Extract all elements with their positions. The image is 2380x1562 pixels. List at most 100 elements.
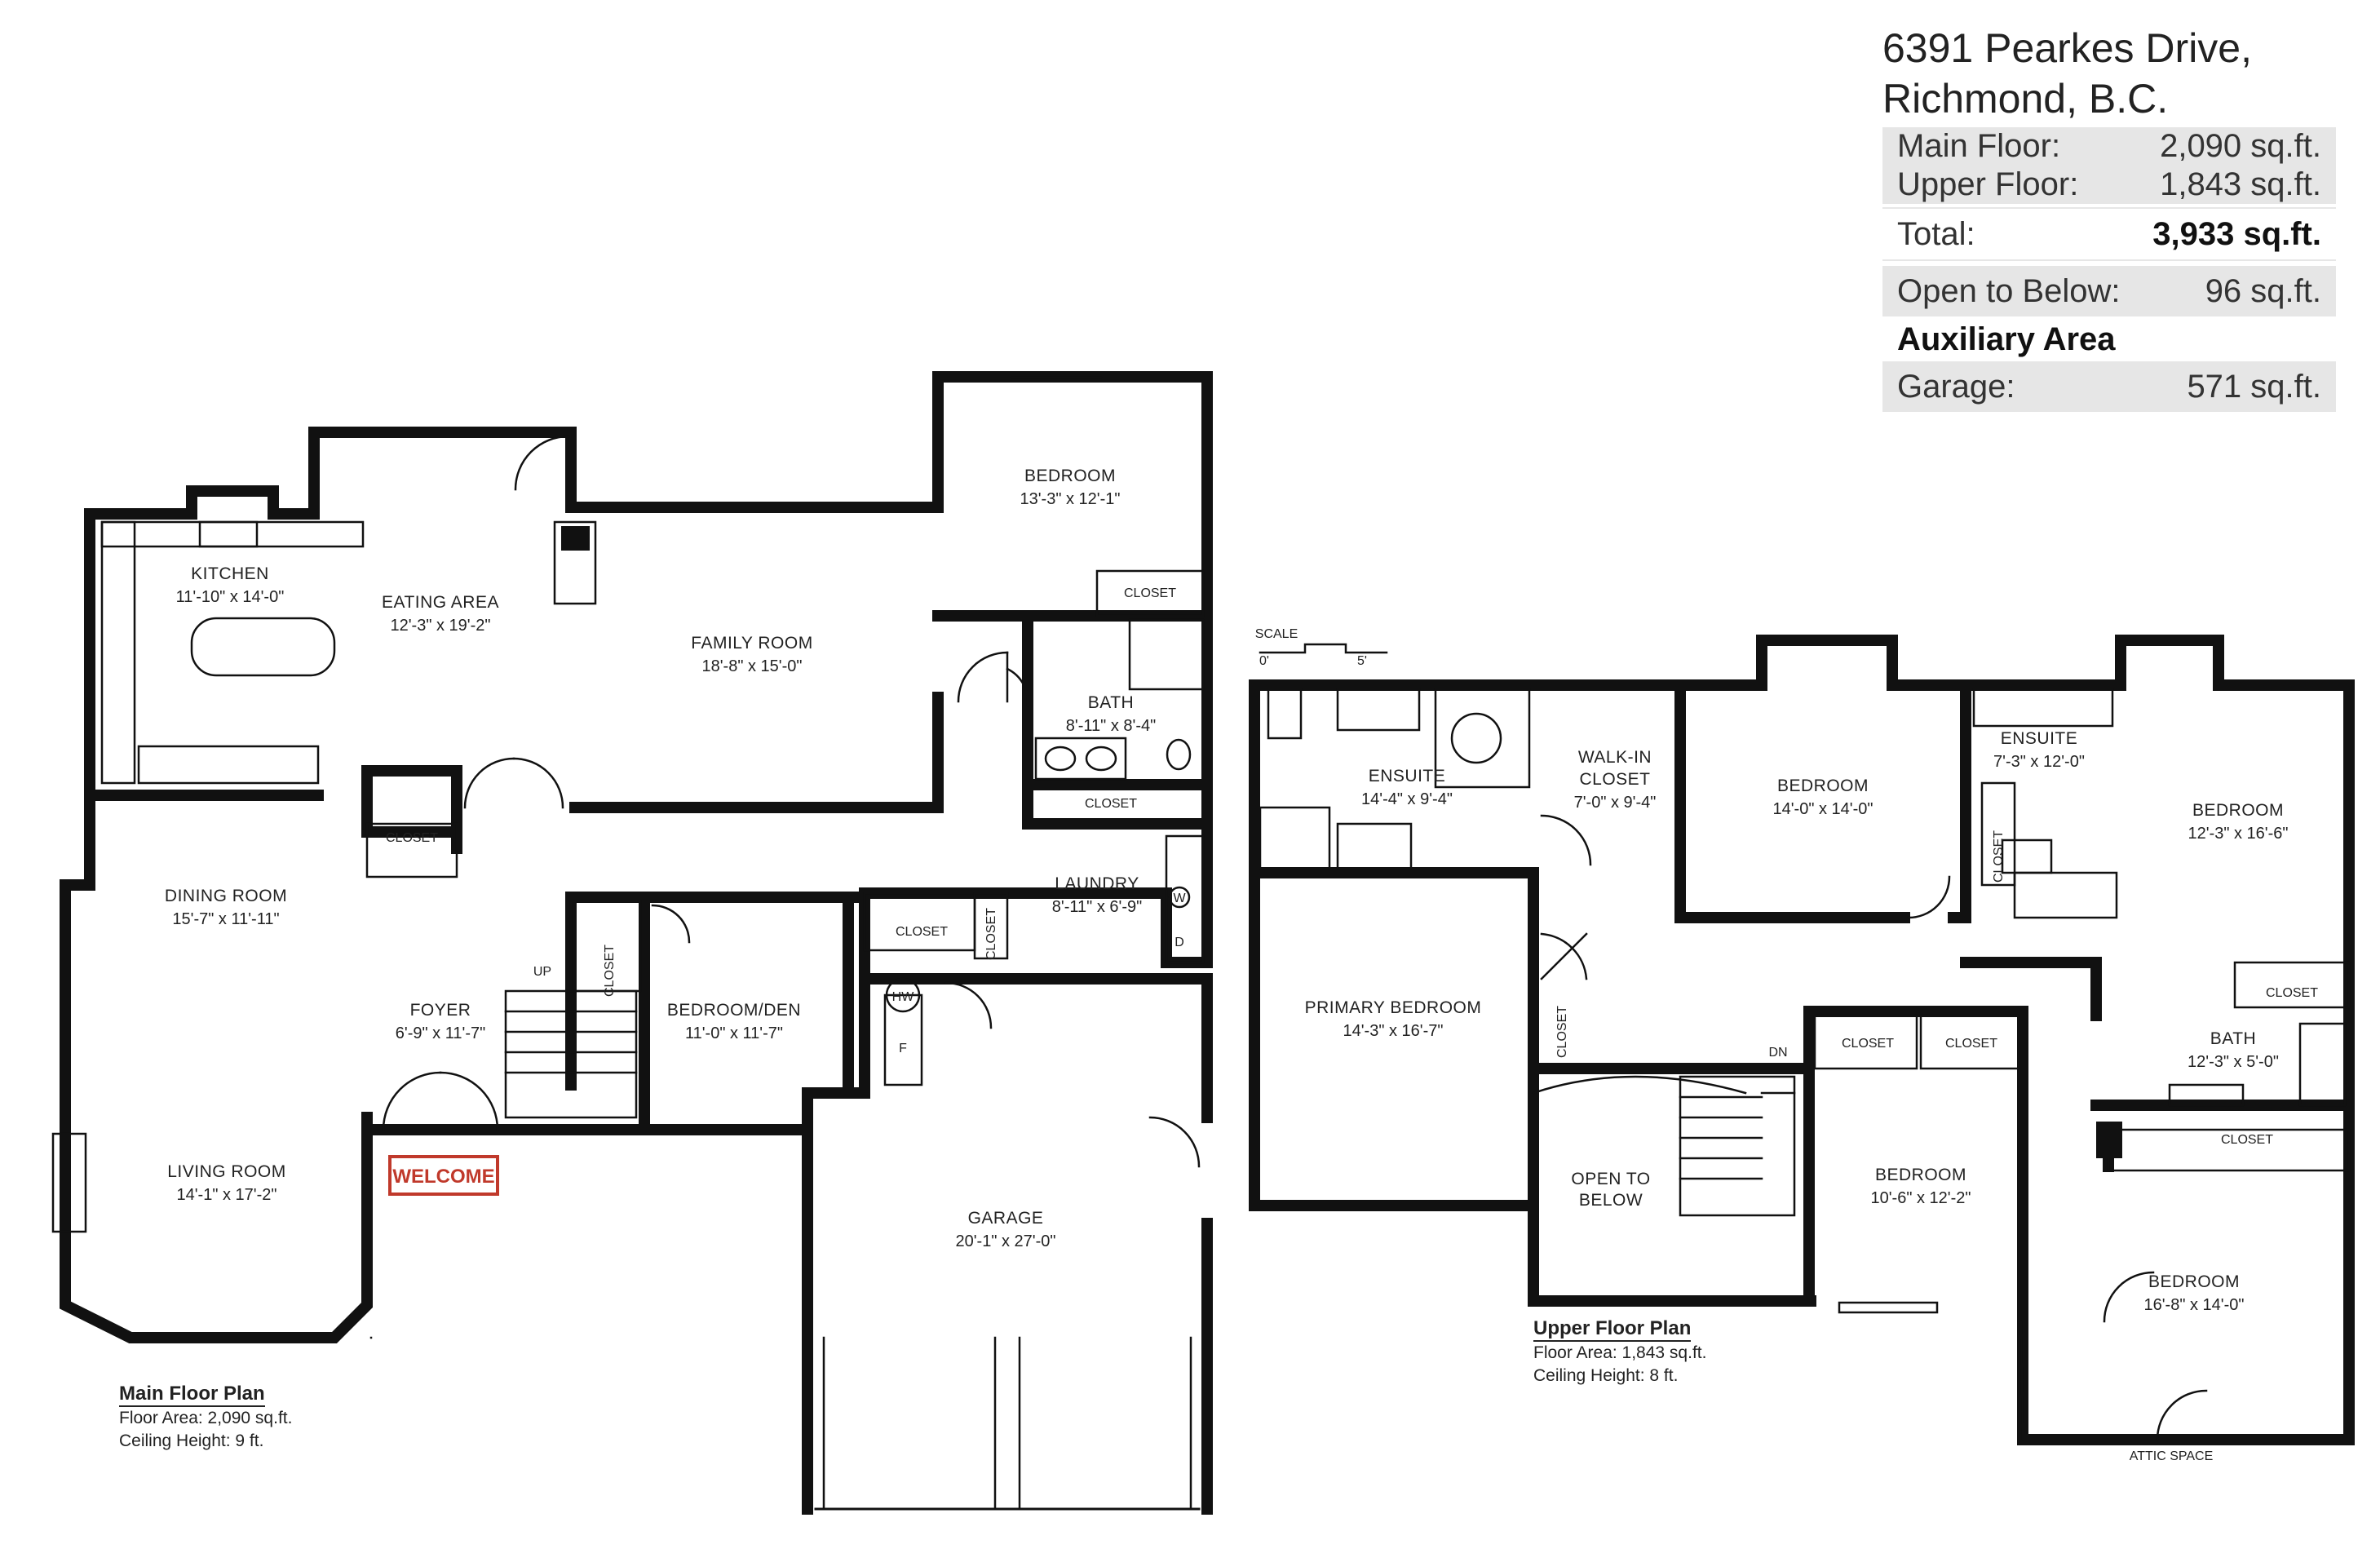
upper-floor-row: Upper Floor: 1,843 sq.ft. <box>1882 166 2336 204</box>
dining-closet-label: CLOSET <box>386 831 438 845</box>
main-floor-title: Main Floor Plan <box>119 1383 265 1407</box>
bedroom-closet-label: CLOSET <box>1124 586 1176 600</box>
living-room-dims: 14'-1" x 17'-2" <box>176 1186 276 1204</box>
upper-floor-labels: SCALE 0' 5' ENSUITE 14'-4" x 9'-4" WALK-… <box>1255 627 2318 1463</box>
stair-closet-label: CLOSET <box>603 945 617 997</box>
upper-floor-area-label: Upper Floor: <box>1897 166 2079 202</box>
laundry-dims: 8'-11" x 6'-9" <box>1052 898 1142 916</box>
walkin-label: WALK-IN <box>1578 748 1652 767</box>
scale-label: SCALE <box>1255 627 1298 641</box>
bath-dims: 8'-11" x 8'-4" <box>1066 717 1156 735</box>
total-area-label: Total: <box>1897 215 1975 252</box>
walkin-label2: CLOSET <box>1579 770 1650 789</box>
laundry-closet-label: CLOSET <box>896 925 948 939</box>
wall-block <box>2096 1122 2122 1158</box>
upper-floor-ceiling: Ceiling Height: 8 ft. <box>1533 1366 1679 1385</box>
bath-label: BATH <box>1088 693 1134 712</box>
auxiliary-area-heading: Auxiliary Area <box>1897 321 2116 357</box>
garage-area-label: Garage: <box>1897 368 2015 405</box>
bedroom-d-label: BEDROOM <box>2148 1272 2240 1291</box>
hot-water-label: HW <box>892 990 915 1004</box>
primary-bedroom-label: PRIMARY BEDROOM <box>1305 998 1482 1017</box>
open-below-area-label: Open to Below: <box>1897 272 2121 309</box>
address-line-2: Richmond, B.C. <box>1882 76 2169 122</box>
welcome-mat: WELCOME <box>388 1155 499 1196</box>
main-floor-ceiling: Ceiling Height: 9 ft. <box>119 1431 264 1450</box>
bedroom-d-closet-label: CLOSET <box>2221 1133 2273 1147</box>
main-floor-caption: Main Floor Plan Floor Area: 2,090 sq.ft.… <box>119 1383 292 1453</box>
area-summary: 6391 Pearkes Drive, Richmond, B.C. Main … <box>1882 23 2336 412</box>
bedroom-den-dims: 11'-0" x 11'-7" <box>685 1024 783 1042</box>
upper-floor-caption: Upper Floor Plan Floor Area: 1,843 sq.ft… <box>1533 1317 1706 1387</box>
main-floor-walls <box>60 371 1213 1515</box>
bedroom-c-label: BEDROOM <box>1875 1166 1966 1184</box>
bedroom-b-dims: 12'-3" x 16'-6" <box>2188 825 2288 843</box>
hall-closet-2-label: CLOSET <box>1945 1037 1997 1051</box>
main-floor-fixtures <box>51 376 1205 1511</box>
main-floor-area-label: Main Floor: <box>1897 128 2061 164</box>
family-room-dims: 18'-8" x 15'-0" <box>701 657 802 675</box>
stair-down-label: DN <box>1768 1046 1787 1060</box>
furnace-label: F <box>899 1042 907 1055</box>
upper-bath-dims: 12'-3" x 5'-0" <box>2188 1053 2279 1071</box>
scale-five: 5' <box>1357 654 1367 668</box>
bedroom-b-closet-label: CLOSET <box>2266 986 2318 1000</box>
bedroom-d-dims: 16'-8" x 14'-0" <box>2143 1296 2244 1314</box>
open-below-area-value: 96 sq.ft. <box>2205 272 2321 309</box>
total-area-value: 3,933 sq.ft. <box>2152 215 2321 252</box>
address-line-1: 6391 Pearkes Drive, <box>1882 25 2253 71</box>
kitchen-label: KITCHEN <box>191 564 269 583</box>
walkin-dims: 7'-0" x 9'-4" <box>1574 794 1657 812</box>
upper-floor-title: Upper Floor Plan <box>1533 1317 1692 1342</box>
main-floor-row: Main Floor: 2,090 sq.ft. <box>1882 127 2336 166</box>
total-row: Total: 3,933 sq.ft. <box>1882 207 2336 261</box>
kitchen-dims: 11'-10" x 14'-0" <box>176 588 285 606</box>
bedroom-a-label: BEDROOM <box>1777 777 1869 795</box>
attic-label: ATTIC SPACE <box>2130 1449 2214 1463</box>
ensuite-closet-label: CLOSET <box>1992 830 2006 883</box>
living-room-label: LIVING ROOM <box>167 1162 286 1181</box>
eating-area-label: EATING AREA <box>382 593 499 612</box>
foyer-dims: 6'-9" x 11'-7" <box>396 1024 485 1042</box>
bedroom-dims: 13'-3" x 12'-1" <box>1020 490 1120 508</box>
ensuite-b-dims: 7'-3" x 12'-0" <box>1993 753 2085 771</box>
upper-floor-area: Floor Area: 1,843 sq.ft. <box>1533 1343 1707 1362</box>
upper-floor-walls <box>1249 635 2355 1445</box>
welcome-text: WELCOME <box>392 1166 494 1188</box>
family-room-label: FAMILY ROOM <box>691 634 812 653</box>
upper-bath-label: BATH <box>2210 1029 2256 1048</box>
primary-ensuite-label: ENSUITE <box>1369 767 1446 785</box>
dryer-label: D <box>1175 936 1184 949</box>
upper-floor-fixtures <box>1259 643 2351 1441</box>
upper-floor-area-value: 1,843 sq.ft. <box>2160 166 2321 202</box>
laundry-label: LAUNDRY <box>1055 874 1139 893</box>
garage-row: Garage: 571 sq.ft. <box>1882 361 2336 412</box>
scale-zero: 0' <box>1259 654 1269 668</box>
main-floor-area-value: 2,090 sq.ft. <box>2160 128 2321 164</box>
foyer-label: FOYER <box>410 1001 471 1020</box>
ensuite-b-label: ENSUITE <box>2001 729 2078 748</box>
open-below-label: OPEN TO <box>1571 1170 1650 1188</box>
bath-closet-label: CLOSET <box>1085 797 1137 811</box>
garage-label: GARAGE <box>968 1209 1044 1228</box>
primary-closet-label: CLOSET <box>1555 1006 1569 1058</box>
dining-room-dims: 15'-7" x 11'-11" <box>172 910 279 928</box>
bedroom-label: BEDROOM <box>1024 467 1116 485</box>
stair-up-label: UP <box>533 965 551 979</box>
hall-closet-1-label: CLOSET <box>1842 1037 1894 1051</box>
eating-area-dims: 12'-3" x 19'-2" <box>390 617 490 635</box>
fireplace-block <box>561 526 590 551</box>
bedroom-c-dims: 10'-6" x 12'-2" <box>1870 1189 1971 1207</box>
laundry-closet2-label: CLOSET <box>984 908 998 960</box>
dining-room-label: DINING ROOM <box>165 887 287 905</box>
washer-label: W <box>1173 892 1186 905</box>
bedroom-a-dims: 14'-0" x 14'-0" <box>1772 800 1873 818</box>
open-below-label2: BELOW <box>1579 1191 1643 1210</box>
garage-area-value: 571 sq.ft. <box>2187 368 2321 405</box>
garage-dims: 20'-1" x 27'-0" <box>955 1232 1055 1250</box>
main-floor-labels: KITCHEN 11'-10" x 14'-0" EATING AREA 12'… <box>165 467 1187 1250</box>
primary-bedroom-dims: 14'-3" x 16'-7" <box>1343 1022 1443 1040</box>
open-below-row: Open to Below: 96 sq.ft. <box>1882 266 2336 316</box>
